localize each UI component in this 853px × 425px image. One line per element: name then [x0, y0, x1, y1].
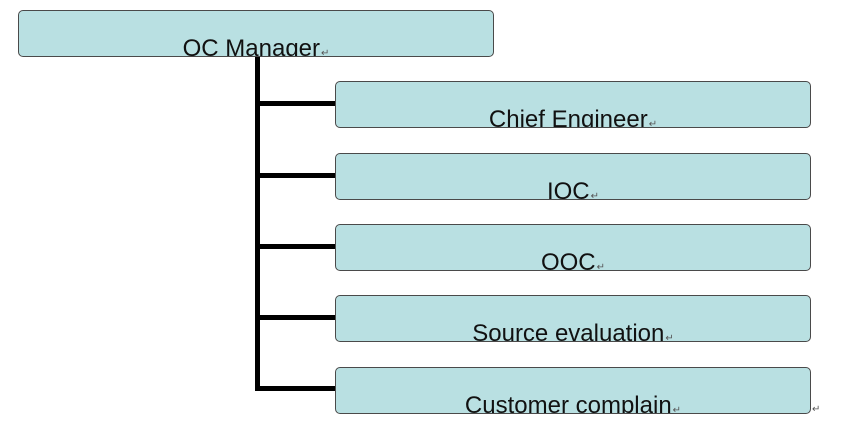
source-evaluation-label: Source evaluation↵ [472, 320, 674, 342]
iqc-label: IQC↵ [546, 178, 600, 200]
qc-manager-label: QC Manager↵ [182, 35, 330, 57]
oqc-label: OQC↵ [540, 249, 606, 271]
trunk-connector-line [255, 57, 260, 391]
branch-connector-iqc [255, 173, 336, 178]
branch-connector-chief-engineer [255, 101, 336, 106]
paragraph-mark-icon: ↵ [648, 119, 658, 128]
paragraph-mark-icon: ↵ [665, 333, 674, 342]
chief-engineer-label: Chief Engineer↵ [488, 106, 658, 128]
paragraph-mark-icon: ↵ [596, 262, 606, 271]
branch-connector-oqc [255, 244, 336, 249]
branch-connector-source-evaluation [255, 315, 336, 320]
qc-manager-box: QC Manager↵ [18, 10, 494, 57]
trailing-paragraph-mark-icon: ↵ [812, 404, 821, 415]
paragraph-mark-icon: ↵ [672, 405, 682, 414]
oqc-box: OQC↵ [335, 224, 811, 271]
branch-connector-customer-complain [255, 386, 336, 391]
customer-complain-box: Customer complain↵ [335, 367, 811, 414]
paragraph-mark-icon: ↵ [321, 48, 330, 57]
paragraph-mark-icon: ↵ [590, 191, 600, 200]
iqc-box: IQC↵ [335, 153, 811, 200]
chief-engineer-box: Chief Engineer↵ [335, 81, 811, 128]
customer-complain-label: Customer complain↵ [464, 392, 682, 414]
source-evaluation-box: Source evaluation↵ [335, 295, 811, 342]
